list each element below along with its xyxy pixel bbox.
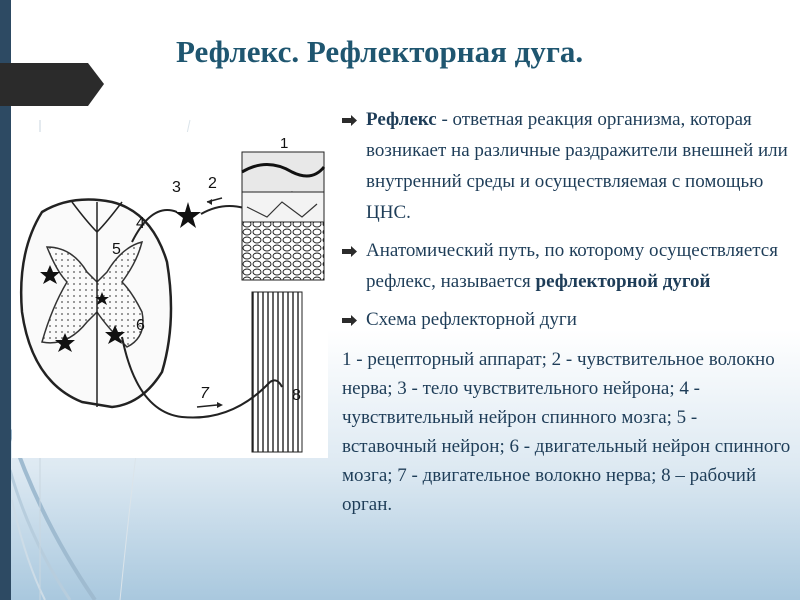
label-8: 8 <box>292 387 301 404</box>
slide-title: Рефлекс. Рефлекторная дуга. <box>176 34 584 69</box>
label-7: 7 <box>200 385 210 402</box>
label-4: 4 <box>136 215 145 232</box>
bullet-reflex-arc-definition: Анатомический путь, по которому осуществ… <box>342 235 794 297</box>
reflex-definition-text: - ответная реакция организма, которая во… <box>366 109 788 223</box>
label-1: 1 <box>280 135 288 152</box>
arrow-bullet-icon <box>342 315 357 326</box>
label-5: 5 <box>112 241 121 258</box>
term-reflex-arc: рефлекторной дугой <box>535 271 711 292</box>
left-accent-bar <box>0 0 11 600</box>
title-arrow-tab <box>0 63 104 106</box>
arrow-bullet-icon <box>342 115 357 126</box>
label-6: 6 <box>136 317 145 334</box>
reflex-arc-diagram: 1 2 3 4 5 6 7 8 <box>12 132 328 458</box>
scheme-heading: Схема рефлекторной дуги <box>366 309 577 330</box>
content-area: Рефлекс - ответная реакция организма, ко… <box>342 104 794 519</box>
bullet-scheme: Схема рефлекторной дуги <box>342 304 794 335</box>
reflex-arc-definition-text: Анатомический путь, по которому осуществ… <box>366 240 778 292</box>
arrow-bullet-icon <box>342 246 357 257</box>
diagram-legend: 1 - рецепторный аппарат; 2 - чувствитель… <box>342 349 791 515</box>
label-2: 2 <box>208 175 217 192</box>
term-reflex: Рефлекс <box>366 109 437 130</box>
bullet-reflex-definition: Рефлекс - ответная реакция организма, ко… <box>342 104 794 228</box>
label-3: 3 <box>172 179 181 196</box>
